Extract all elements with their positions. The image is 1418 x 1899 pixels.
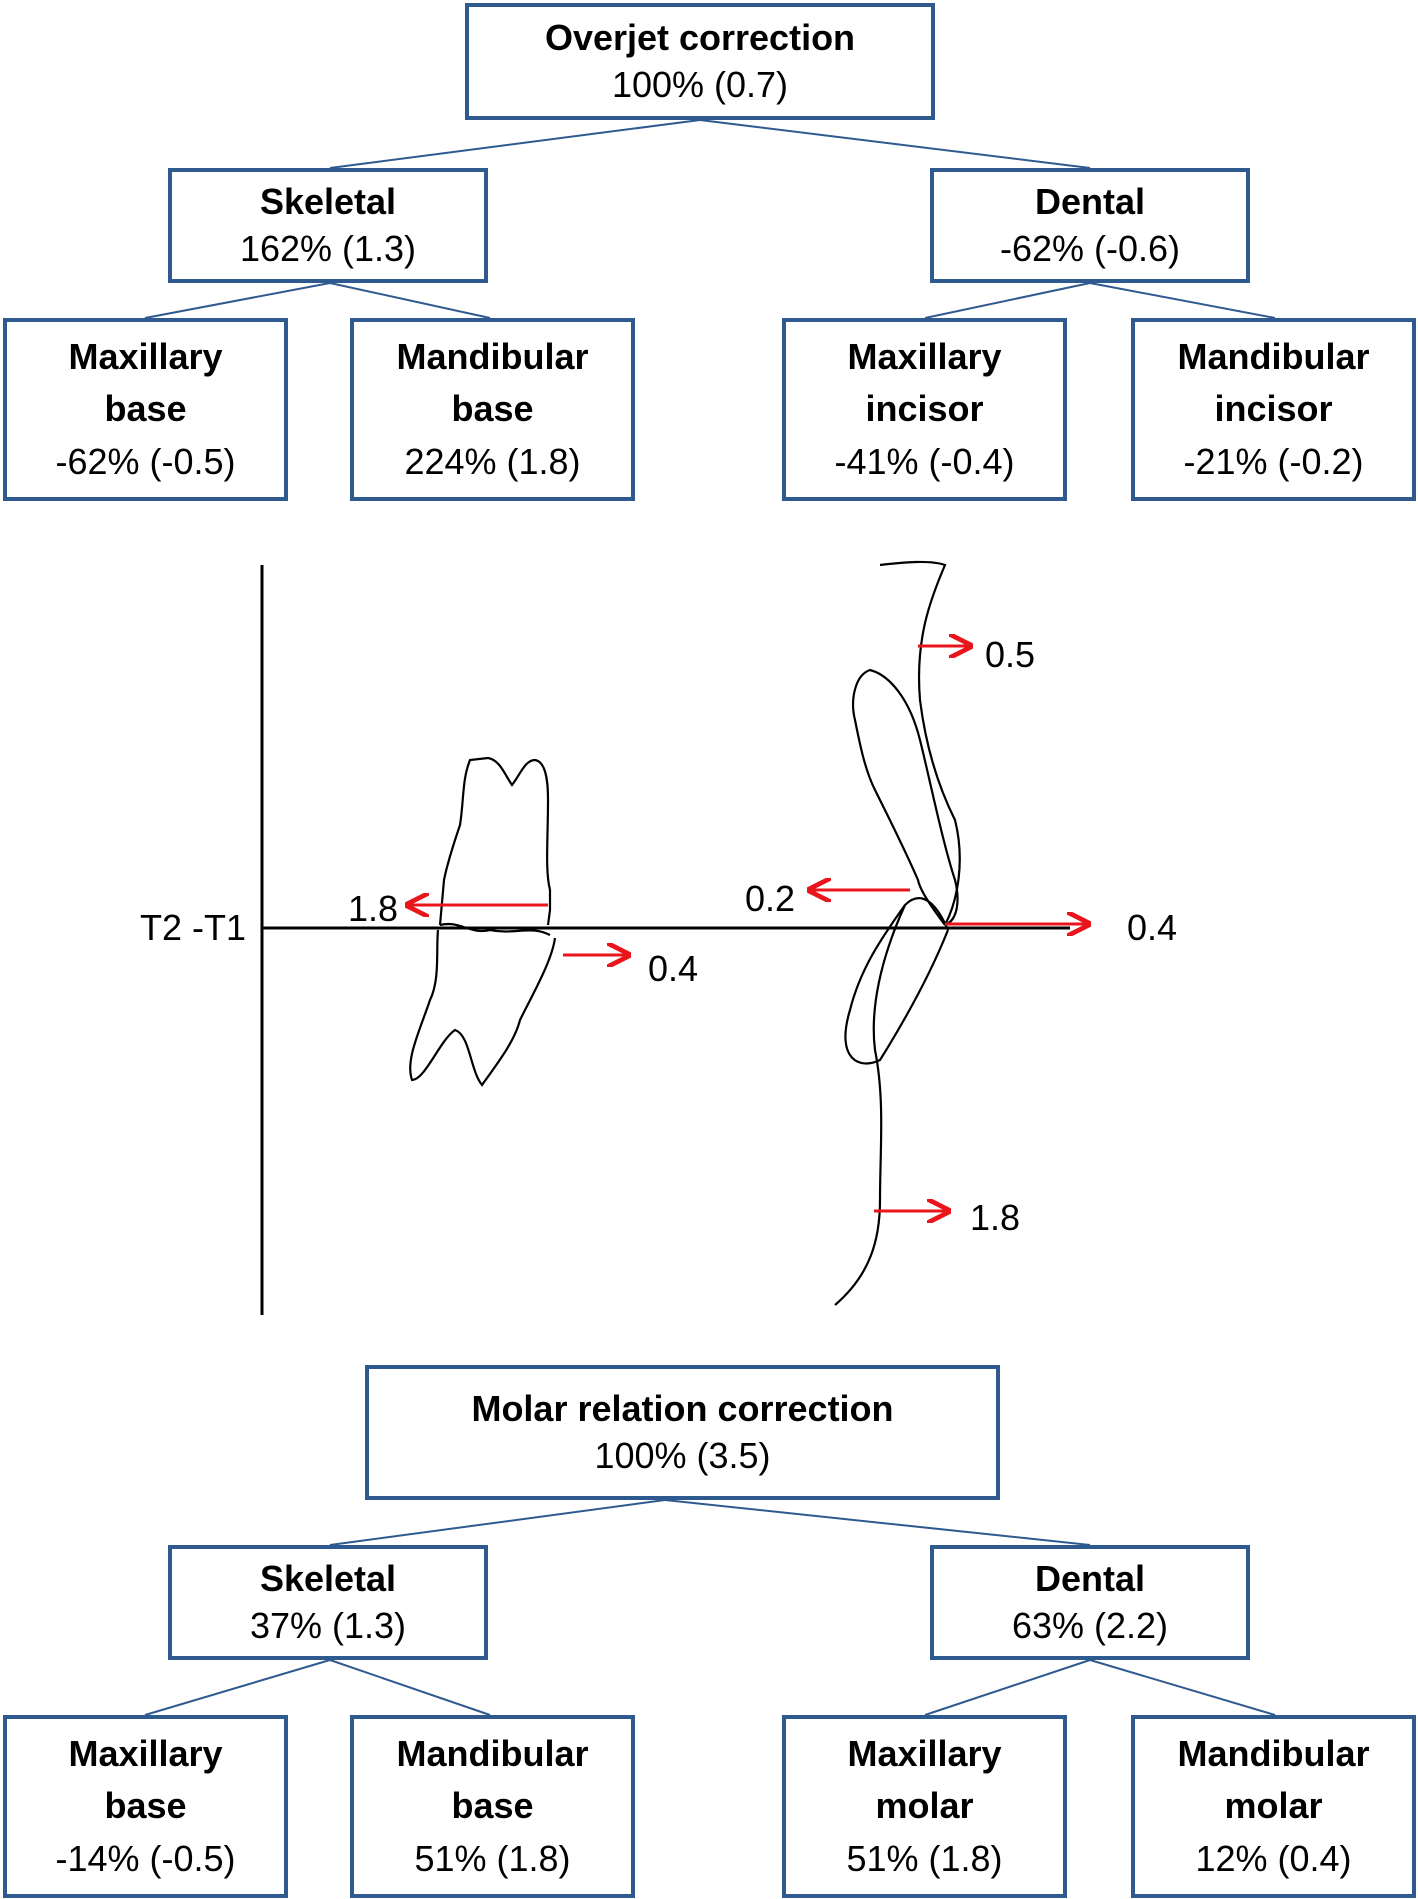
overjet-mandibular-base-title1: Mandibular [396, 336, 589, 378]
molar-maxillary-molar-title2: molar [875, 1785, 974, 1827]
overjet-dental-value: -62% (-0.6) [999, 227, 1181, 269]
molar-mandibular-base-value: 51% (1.8) [414, 1837, 571, 1879]
overjet-dental-box: Dental -62% (-0.6) [930, 168, 1250, 283]
overjet-mandibular-base-value: 224% (1.8) [404, 440, 581, 482]
overjet-root-title: Overjet correction [544, 16, 856, 58]
overjet-skeletal-box: Skeletal 162% (1.3) [168, 168, 488, 283]
incisor-tracing [834, 560, 961, 1306]
molar-connectors [144, 1499, 1276, 1716]
overjet-maxillary-incisor-value: -41% (-0.4) [834, 440, 1015, 482]
molar-root-box: Molar relation correction 100% (3.5) [365, 1365, 1000, 1500]
molar-maxillary-molar-box: Maxillary molar 51% (1.8) [782, 1715, 1067, 1898]
overjet-maxillary-incisor-title1: Maxillary [847, 336, 1002, 378]
overjet-maxillary-base-title1: Maxillary [68, 336, 223, 378]
molar-mandibular-molar-box: Mandibular molar 12% (0.4) [1131, 1715, 1416, 1898]
label-chin-movement: 1.8 [970, 1197, 1021, 1238]
molar-maxillary-base-value: -14% (-0.5) [55, 1837, 236, 1879]
overjet-mandibular-incisor-value: -21% (-0.2) [1183, 440, 1364, 482]
overjet-skeletal-value: 162% (1.3) [239, 227, 417, 269]
molar-root-title: Molar relation correction [471, 1387, 894, 1429]
overjet-maxillary-incisor-box: Maxillary incisor -41% (-0.4) [782, 318, 1067, 501]
label-maxillary-molar-movement: 1.8 [348, 888, 399, 929]
movement-arrows [408, 646, 1088, 1211]
molar-maxillary-base-title1: Maxillary [68, 1733, 223, 1775]
molar-mandibular-base-box: Mandibular base 51% (1.8) [350, 1715, 635, 1898]
molar-mandibular-molar-title1: Mandibular [1177, 1733, 1370, 1775]
molar-maxillary-molar-value: 51% (1.8) [846, 1837, 1003, 1879]
overjet-maxillary-incisor-title2: incisor [865, 388, 984, 430]
molar-skeletal-value: 37% (1.3) [249, 1604, 407, 1646]
overjet-mandibular-incisor-box: Mandibular incisor -21% (-0.2) [1131, 318, 1416, 501]
label-upper-lip-movement: 0.5 [985, 634, 1036, 675]
overjet-maxillary-base-box: Maxillary base -62% (-0.5) [3, 318, 288, 501]
overjet-maxillary-base-title2: base [104, 388, 187, 430]
molar-maxillary-molar-title1: Maxillary [847, 1733, 1002, 1775]
label-mandibular-molar-movement: 0.4 [648, 948, 699, 989]
overjet-mandibular-incisor-title2: incisor [1214, 388, 1333, 430]
overjet-root-value: 100% (0.7) [611, 63, 789, 105]
molar-tracing [409, 756, 557, 1087]
overjet-mandibular-base-title2: base [451, 388, 534, 430]
overjet-maxillary-base-value: -62% (-0.5) [55, 440, 236, 482]
overjet-root-box: Overjet correction 100% (0.7) [465, 3, 935, 120]
overjet-dental-title: Dental [1034, 180, 1146, 222]
molar-mandibular-base-title1: Mandibular [396, 1733, 589, 1775]
molar-maxillary-base-title2: base [104, 1785, 187, 1827]
overjet-mandibular-base-box: Mandibular base 224% (1.8) [350, 318, 635, 501]
reference-axes [260, 565, 1070, 1315]
label-mandibular-incisor-movement: 0.4 [1127, 907, 1178, 948]
label-maxillary-incisor-movement: 0.2 [745, 878, 796, 919]
molar-root-value: 100% (3.5) [594, 1434, 771, 1476]
molar-mandibular-molar-title2: molar [1224, 1785, 1323, 1827]
molar-dental-title: Dental [1034, 1557, 1146, 1599]
molar-mandibular-base-title2: base [451, 1785, 534, 1827]
molar-skeletal-box: Skeletal 37% (1.3) [168, 1545, 488, 1660]
molar-skeletal-title: Skeletal [259, 1557, 397, 1599]
molar-dental-value: 63% (2.2) [1011, 1604, 1169, 1646]
overjet-connectors [144, 119, 1276, 319]
molar-mandibular-molar-value: 12% (0.4) [1195, 1837, 1352, 1879]
molar-maxillary-base-box: Maxillary base -14% (-0.5) [3, 1715, 288, 1898]
molar-dental-box: Dental 63% (2.2) [930, 1545, 1250, 1660]
axis-label: T2 -T1 [140, 907, 247, 948]
overjet-skeletal-title: Skeletal [259, 180, 397, 222]
overjet-mandibular-incisor-title1: Mandibular [1177, 336, 1370, 378]
